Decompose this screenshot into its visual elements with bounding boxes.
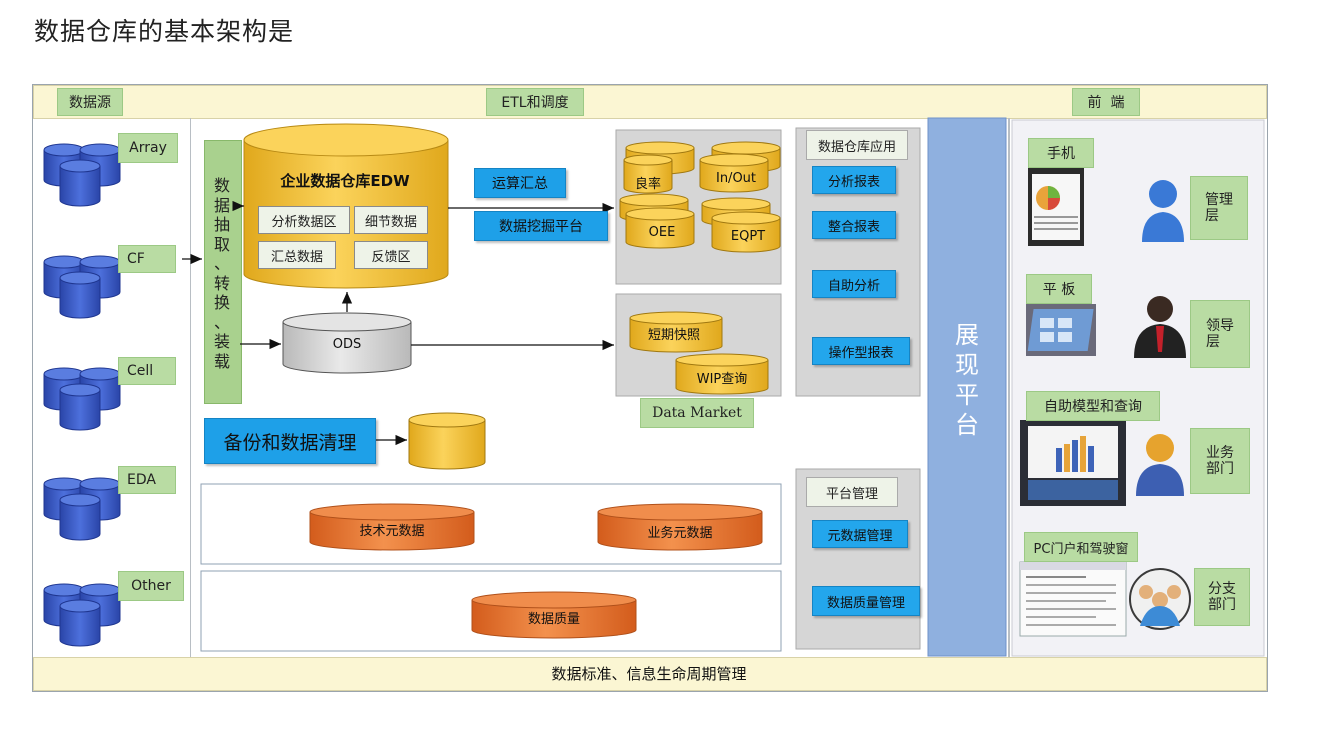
metric-yield: 良率 xyxy=(634,176,661,192)
edw-title: 企业数据仓库EDW xyxy=(280,172,410,190)
source-db-icon xyxy=(59,493,101,541)
manager-icon xyxy=(1142,180,1184,242)
dashboard-image xyxy=(1020,420,1126,506)
etl-label: 数 据 抽 取 、 转 换 、 装 载 xyxy=(213,176,230,371)
metric-oee: OEE xyxy=(648,224,676,240)
display-platform xyxy=(927,117,1007,657)
source-db-icon xyxy=(59,599,101,647)
quality-mgmt: 数据质量管理 xyxy=(812,586,920,616)
device-tablet: 平 板 xyxy=(1026,274,1092,304)
data-quality: 数据质量 xyxy=(527,611,580,627)
metadata-mgmt: 元数据管理 xyxy=(812,520,908,548)
compute-summary: 运算汇总 xyxy=(474,168,566,198)
edw-zone-detail: 细节数据 xyxy=(354,206,428,234)
role-leader: 领导 层 xyxy=(1190,300,1250,368)
dw-apps-title: 数据仓库应用 xyxy=(806,130,908,160)
metric-cylinder xyxy=(623,154,673,194)
source-label-other: Other xyxy=(118,571,184,601)
snapshot-cylinder xyxy=(629,311,723,353)
display-platform-label: 展 现 平 台 xyxy=(955,321,979,439)
app-analysis-report: 分析报表 xyxy=(812,166,896,194)
source-db-icon xyxy=(59,383,101,431)
branch-icon xyxy=(1129,568,1191,630)
tablet-image xyxy=(1026,304,1096,356)
biz-metadata: 业务元数据 xyxy=(647,525,713,541)
app-operational-report: 操作型报表 xyxy=(812,337,910,365)
mining-platform: 数据挖掘平台 xyxy=(474,211,608,241)
metric-eqpt: EQPT xyxy=(730,228,766,244)
biz-metadata-cylinder xyxy=(597,503,763,551)
metric-inout: In/Out xyxy=(715,170,757,186)
role-business: 业务 部门 xyxy=(1190,428,1250,494)
metric-cylinder xyxy=(699,153,769,193)
role-manager: 管理 层 xyxy=(1190,176,1248,240)
footer-label: 数据标准、信息生命周期管理 xyxy=(551,664,747,683)
app-integrated-report: 整合报表 xyxy=(812,211,896,239)
source-databases xyxy=(43,143,121,647)
quality-cylinder xyxy=(471,591,637,639)
footer-band xyxy=(33,657,1267,691)
edw-zone-analysis: 分析数据区 xyxy=(258,206,350,234)
business-icon xyxy=(1136,434,1184,496)
edw-zone-feedback: 反馈区 xyxy=(354,241,428,269)
tech-metadata-cylinder xyxy=(309,503,475,551)
source-label-cf: CF xyxy=(118,245,176,273)
pc-portal-image xyxy=(1019,561,1127,637)
divider-sources xyxy=(190,118,191,658)
source-db-icon xyxy=(59,271,101,319)
header-sources: 数据源 xyxy=(57,88,123,116)
device-phone: 手机 xyxy=(1028,138,1094,168)
wip-cylinder xyxy=(675,353,769,395)
source-label-eda: EDA xyxy=(118,466,176,494)
backup-cylinder xyxy=(408,412,486,470)
metric-cylinder xyxy=(625,207,695,249)
ods-label: ODS xyxy=(332,336,362,352)
quick-snapshot: 短期快照 xyxy=(647,327,700,343)
tech-metadata: 技术元数据 xyxy=(359,523,425,539)
divider-frontend xyxy=(1008,118,1010,658)
source-db-icon xyxy=(59,159,101,207)
page-title: 数据仓库的基本架构是 xyxy=(34,17,295,46)
source-label-array: Array xyxy=(118,133,178,163)
header-band xyxy=(33,85,1267,119)
etl-column xyxy=(204,140,242,404)
platform-mgmt-title: 平台管理 xyxy=(806,477,898,507)
device-pc-portal: PC门户和驾驶窗 xyxy=(1024,532,1138,562)
phone-image xyxy=(1028,168,1084,246)
source-label-cell: Cell xyxy=(118,357,176,385)
device-self-query: 自助模型和查询 xyxy=(1026,391,1160,421)
metric-cylinder xyxy=(711,211,781,253)
header-etl: ETL和调度 xyxy=(486,88,584,116)
edw-zone-summary: 汇总数据 xyxy=(258,241,336,269)
ods-cylinder xyxy=(282,312,412,374)
wip-query: WIP查询 xyxy=(696,371,748,387)
leader-icon xyxy=(1134,296,1186,358)
header-frontend: 前 端 xyxy=(1072,88,1140,116)
role-branch: 分支 部门 xyxy=(1194,568,1250,626)
backup-clean: 备份和数据清理 xyxy=(204,418,376,464)
app-self-analysis: 自助分析 xyxy=(812,270,896,298)
data-market-label: Data Market xyxy=(640,398,754,428)
